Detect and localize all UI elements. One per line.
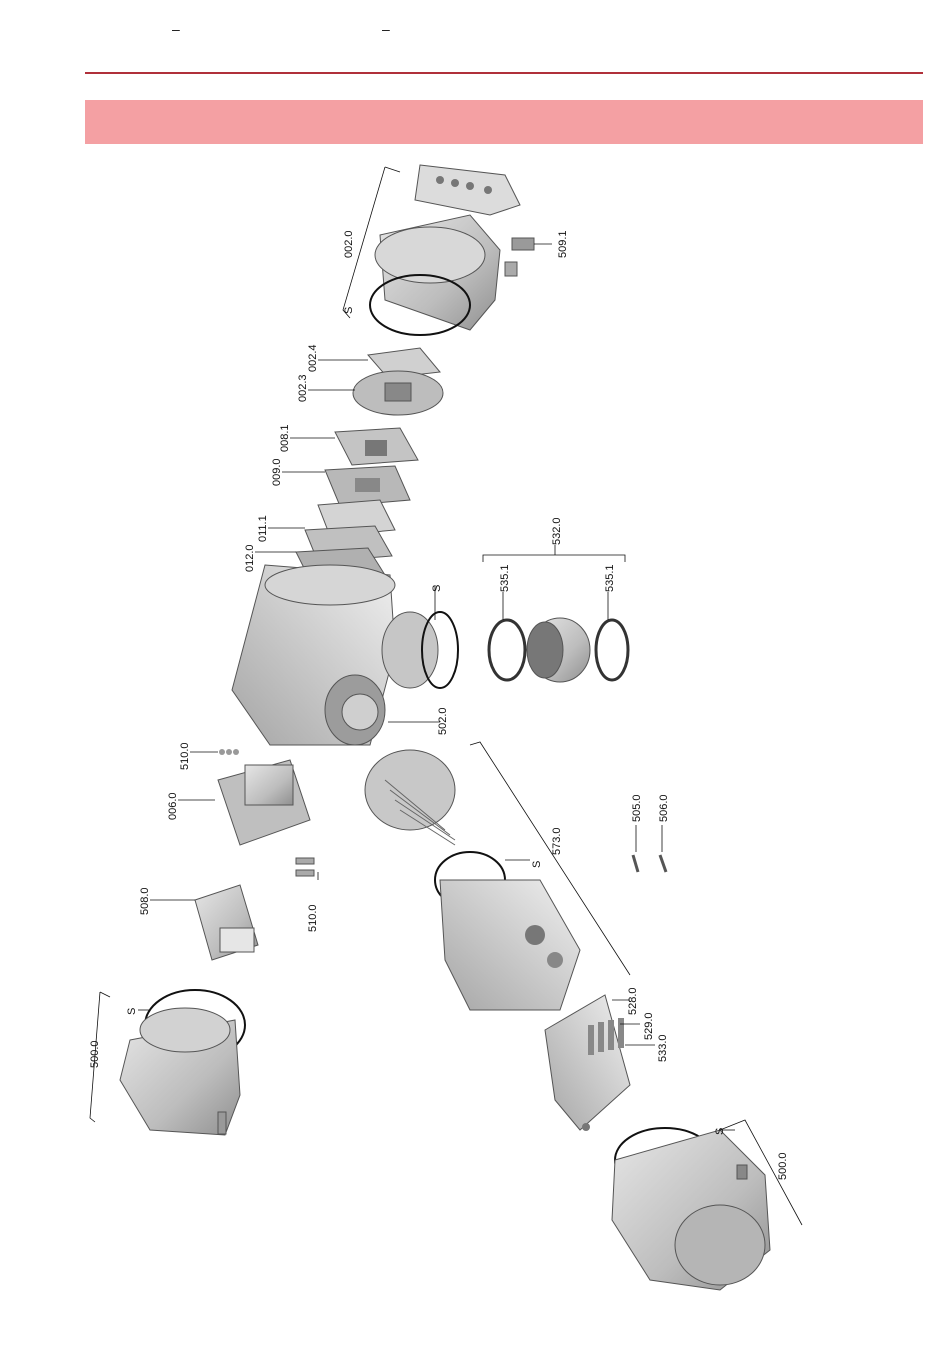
terminal-block [545, 995, 630, 1131]
label-528-0: 528.0 [627, 987, 639, 1015]
label-510-0a: 510.0 [179, 742, 191, 770]
label-011-1: 011.1 [257, 515, 269, 542]
cover-002-0 [370, 165, 534, 335]
block-508-0 [195, 885, 258, 960]
label-505-0: 505.0 [631, 794, 643, 822]
connector-573-0 [365, 750, 580, 1010]
label-002-4: 002.4 [307, 344, 319, 372]
label-509-1: 509.1 [557, 230, 569, 258]
boards [296, 428, 418, 580]
label-500-0b: 500.0 [777, 1152, 789, 1180]
label-532-0: 532.0 [551, 517, 563, 545]
cover-500-0-left [120, 990, 245, 1135]
label-533-0: 533.0 [657, 1034, 669, 1062]
label-s-5: S [714, 1128, 726, 1135]
label-506-0: 506.0 [658, 794, 670, 822]
label-002-0: 002.0 [343, 230, 355, 258]
label-535-1a: 535.1 [499, 564, 511, 592]
label-502-0: 502.0 [437, 707, 449, 735]
assembly-532-0 [489, 618, 628, 682]
label-009-0: 009.0 [271, 458, 283, 486]
transformer-006-0 [218, 749, 314, 876]
label-529-0: 529.0 [643, 1012, 655, 1040]
label-006-0: 006.0 [167, 792, 179, 820]
label-500-0a: 500.0 [89, 1040, 101, 1068]
main-housing [232, 565, 458, 745]
label-535-1b: 535.1 [604, 564, 616, 592]
label-008-1: 008.1 [279, 424, 291, 452]
label-012-0: 012.0 [244, 544, 256, 572]
label-510-0b: 510.0 [307, 904, 319, 932]
cover-500-0-right [612, 1128, 770, 1290]
label-s-2: S [431, 585, 443, 592]
label-s-3: S [531, 861, 543, 868]
label-508-0: 508.0 [139, 887, 151, 915]
pins-505-506 [633, 855, 666, 872]
plates-002 [353, 348, 443, 415]
label-s-4: S [126, 1008, 138, 1015]
label-s-1: S [343, 307, 355, 314]
label-002-3: 002.3 [297, 374, 309, 402]
label-573-0: 573.0 [551, 827, 563, 855]
